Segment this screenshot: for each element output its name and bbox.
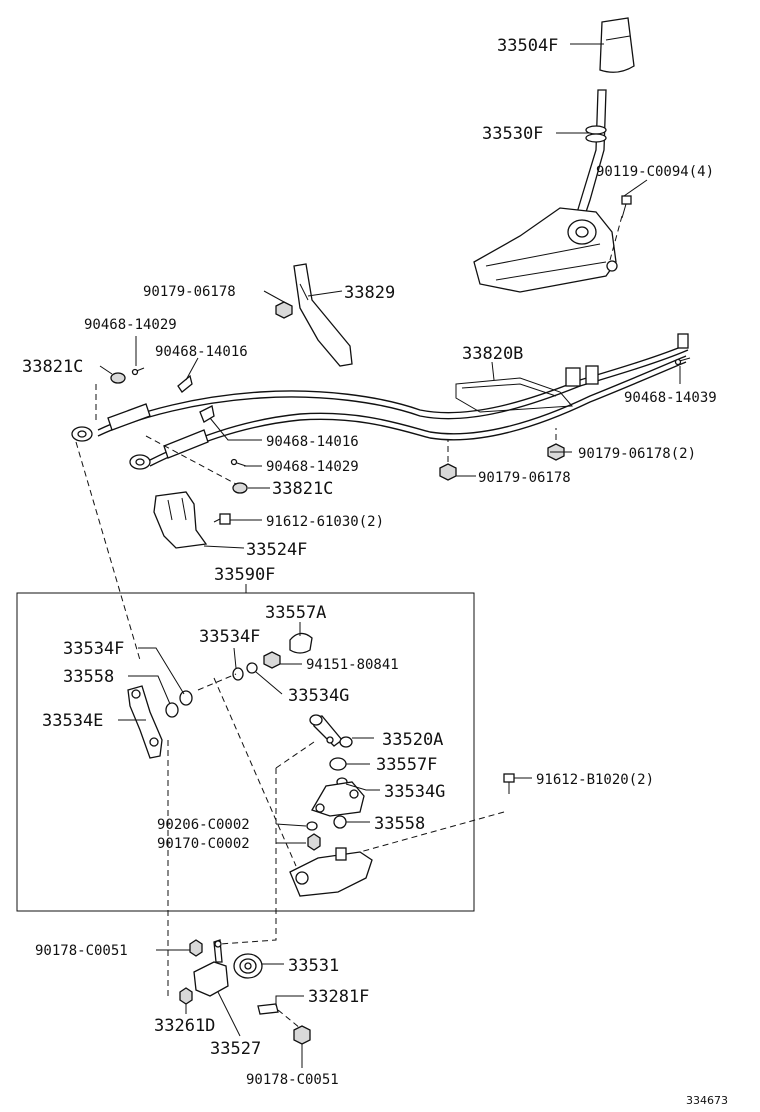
washer-33534G-upper [246,662,258,674]
lever-33527 [193,939,229,997]
label-90468-14029-a: 90468-14029 [84,317,177,333]
selector-lever [311,781,365,817]
pin-90468-14029-upper [131,367,145,376]
pin-33520A [309,714,353,748]
nut-90179-lower [439,463,457,481]
washer-33821C-upper [110,372,126,384]
label-33557A: 33557A [265,603,326,623]
label-90179-06178-c: 90179-06178 [478,470,571,486]
label-33821C-a: 33821C [22,357,83,377]
label-33534E: 33534E [42,711,103,731]
washer-90206 [306,821,318,831]
label-90468-14029-b: 90468-14029 [266,459,359,475]
bushing-33558-upper [165,702,179,718]
label-90178-C0051-lower: 90178-C0051 [246,1072,339,1088]
label-33520A: 33520A [382,730,443,750]
label-33820B: 33820B [462,344,523,364]
label-90468-14016-a: 90468-14016 [155,344,248,360]
shift-lever-housing [473,207,618,293]
label-33821C-b: 33821C [272,479,333,499]
nut-90170 [307,833,321,851]
nut-90179-upper [275,301,293,319]
label-33524F: 33524F [246,540,307,560]
transmission-cable [71,333,689,470]
nut-90178-upper [189,939,203,957]
bushing-33531 [233,953,263,979]
cap-33557F [329,757,347,771]
label-33558-lower: 33558 [374,814,425,834]
label-90179-06178-b: 90179-06178(2) [578,446,696,462]
label-33534G-upper: 33534G [288,686,349,706]
pin-90468-14039 [674,357,691,366]
label-90170-C0002: 90170-C0002 [157,836,250,852]
label-33530F: 33530F [482,124,543,144]
label-90206-C0002: 90206-C0002 [157,817,250,833]
label-90468-14039: 90468-14039 [624,390,717,406]
pin-90468-14029-lower [230,458,247,467]
label-33534F-left: 33534F [63,639,124,659]
clip-90468-14016-upper [177,374,193,393]
label-33527: 33527 [210,1039,261,1059]
bushing-33534F-left [179,690,193,706]
cap-33557A [289,632,313,654]
nut-90178-lower [293,1025,311,1045]
label-91612-B1020: 91612-B1020(2) [536,772,654,788]
label-33504F: 33504F [497,36,558,56]
washer-33821C-lower [232,482,248,494]
label-33829: 33829 [344,283,395,303]
label-90178-C0051-upper: 90178-C0051 [35,943,128,959]
bolt-91612-61030 [213,513,231,525]
shift-base-bracket [289,847,373,897]
bushing-33534F-right [232,667,244,681]
label-90119-C0094: 90119-C0094(4) [596,164,714,180]
label-91612-61030: 91612-61030(2) [266,514,384,530]
shift-knob [599,17,635,73]
pin-33281F [257,1003,279,1015]
label-33281F: 33281F [308,987,369,1007]
label-90468-14016-b: 90468-14016 [266,434,359,450]
label-33534G-lower: 33534G [384,782,445,802]
label-33531: 33531 [288,956,339,976]
shift-lever [575,89,607,219]
nut-94151 [263,651,281,669]
label-94151-80841: 94151-80841 [306,657,399,673]
cable-end-bracket [153,491,208,549]
bushing-33558-lower [333,815,347,829]
label-33261D: 33261D [154,1016,215,1036]
label-33590F: 33590F [214,565,275,585]
label-33558-upper: 33558 [63,667,114,687]
bolt-90119 [621,195,632,219]
cable-bracket [293,263,353,367]
label-33534F-right: 33534F [199,627,260,647]
lever-33534E [127,685,163,759]
label-33557F: 33557F [376,755,437,775]
bolt-91612-B1020 [503,773,515,794]
label-90179-06178-a: 90179-06178 [143,284,236,300]
nut-33261D [179,987,193,1005]
diagram-reference-number: 334673 [686,1094,728,1107]
